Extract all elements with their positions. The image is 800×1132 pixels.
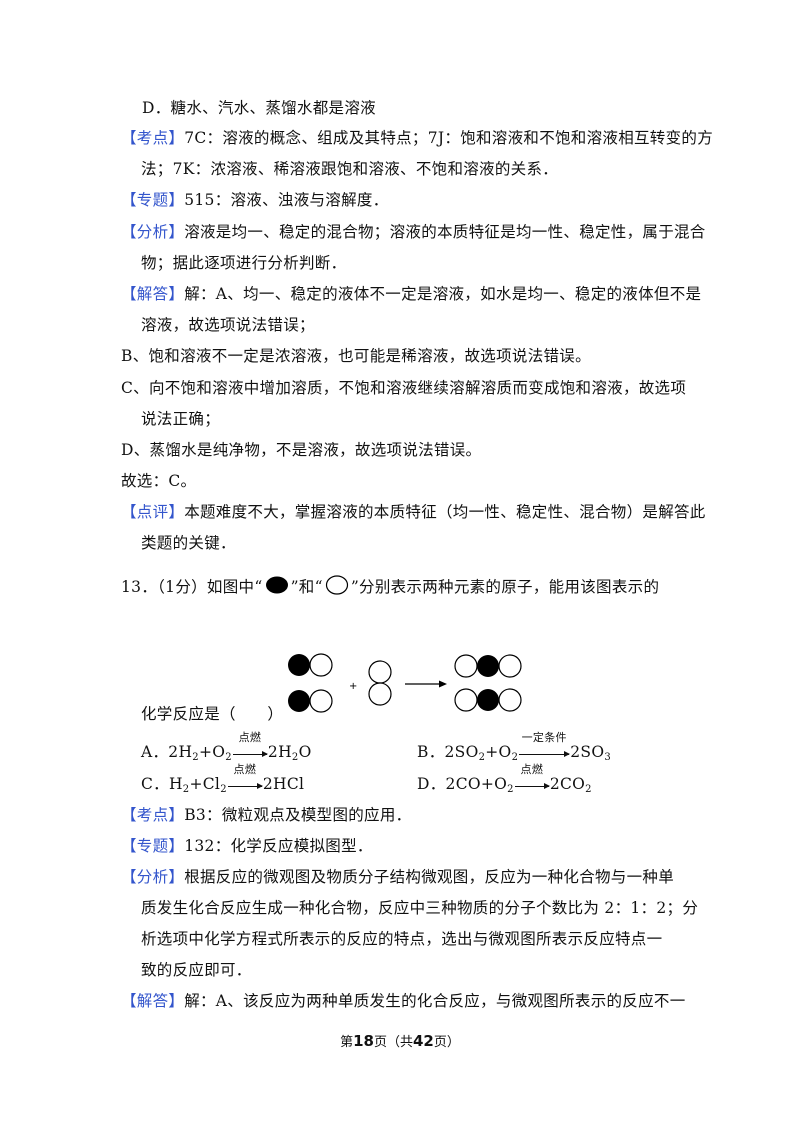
eq-part: H [168,775,183,793]
product-molecules [454,654,522,712]
q12-answer: 故选：C。 [121,472,197,490]
plus-sign: + [349,681,357,692]
q12-jieda-d: D、蒸馏水是纯净物，不是溶液，故选项说法错误。 [121,441,482,459]
reaction-arrow-icon [405,680,447,688]
page-number: 18 [353,1032,374,1050]
eq-sub: 2 [220,784,227,795]
ignite-arrow: 点燃 [232,732,268,763]
q13-stem-line2: 化学反应是（ ） [141,705,284,723]
cond-text: 一定条件 [521,731,567,744]
q13-stem-b: ”和“ [290,578,323,596]
eq-sub: 2 [192,752,199,763]
option-d-label: D． [417,775,446,793]
q13-kaodian-line: 【考点】B3：微粒观点及模型图的应用． [121,804,411,826]
white-atom-icon [325,575,349,601]
eq-part: 2SO [570,743,605,761]
ignite-arrow: 点燃 [514,764,550,795]
ignite-arrow: 点燃 [227,764,263,795]
q12-jieda-line1: 【解答】解：A、均一、稳定的液体不一定是溶液，如水是均一、稳定的液体但不是 [121,283,701,305]
eq-part: 2CO+O [445,775,508,793]
jieda-tag: 【解答】 [121,285,185,303]
q12-jieda-c2: 说法正确； [141,410,221,428]
footer-mid: 页（共 [373,1035,413,1050]
eq-sub: 2 [507,784,514,795]
fenxi-tag: 【分析】 [121,223,185,241]
total-pages: 42 [413,1032,434,1050]
eq-sub: 2 [225,752,232,763]
jieda-tag: 【解答】 [121,992,185,1010]
eq-part: 2H [267,743,292,761]
option-b-label: B． [417,743,445,761]
q12-jieda-b: B、饱和溶液不一定是浓溶液，也可能是稀溶液，故选项说法错误。 [121,347,591,365]
q12-kaodian-line2: 法；7K：浓溶液、稀溶液跟饱和溶液、不饱和溶液的关系． [141,160,559,178]
q13-fenxi-line2: 质发生化合反应生成一种化合物，反应中三种物质的分子个数比为 2：1：2；分 [141,899,699,917]
eq-sub: 2 [291,752,299,763]
reaction-diagram: + [285,651,525,723]
eq-part: O [298,743,312,761]
eq-part: +O [198,743,226,761]
dianping-tag: 【点评】 [121,503,185,521]
q13-fenxi-line4: 致的反应即可． [141,961,252,979]
q12-zhuanti-line: 【专题】515：溶液、浊液与溶解度． [121,189,389,211]
cond-text: 点燃 [233,763,257,776]
page-footer: 第18页（共42页） [0,1031,800,1050]
eq-part: +Cl [189,775,221,793]
q12-dianping-line2: 类题的关键． [141,534,236,552]
cond-text: 点燃 [238,731,262,744]
option-c-label: C． [141,775,169,793]
footer-pre: 第 [340,1035,354,1050]
kaodian-tag: 【考点】 [121,129,185,147]
eq-part: 2CO [549,775,586,793]
q12-jieda-c1: C、向不饱和溶液中增加溶质，不饱和溶液继续溶解溶质而变成饱和溶液，故选项 [121,379,687,397]
zhuanti-tag: 【专题】 [121,837,185,855]
option-a-label: A． [141,743,169,761]
zhuanti-tag: 【专题】 [121,191,185,209]
black-atom-icon [265,576,289,600]
eq-part: 2H [168,743,193,761]
footer-post: 页） [433,1035,460,1050]
reactant-element-molecule [368,660,392,706]
eq-sub: 3 [604,752,611,763]
kaodian-text: B3：微粒观点及模型图的应用． [184,806,412,824]
eq-sub: 2 [478,752,486,763]
jieda-text: 解：A、该反应为两种单质发生的化合反应，与微观图所表示的反应不一 [184,992,686,1010]
q13-jieda-line1: 【解答】解：A、该反应为两种单质发生的化合反应，与微观图所表示的反应不一 [121,990,686,1012]
eq-sub: 2 [182,784,190,795]
q13-stem: 13．（1分）如图中“ ”和“ ”分别表示两种元素的原子，能用该图表示的 [121,575,659,601]
q12-fenxi-line1: 【分析】溶液是均一、稳定的混合物；溶液的本质特征是均一性、稳定性，属于混合 [121,221,706,243]
fenxi-tag: 【分析】 [121,868,185,886]
fenxi-text: 溶液是均一、稳定的混合物；溶液的本质特征是均一性、稳定性，属于混合 [184,223,706,241]
eq-part: 2SO [444,743,479,761]
q13-stem-c: ”分别表示两种元素的原子，能用该图表示的 [350,578,660,596]
q12-jieda-line2: 溶液，故选项说法错误； [141,316,315,334]
q12-fenxi-line2: 物；据此逐项进行分析判断． [141,254,347,272]
q12-dianping-line1: 【点评】本题难度不大，掌握溶液的本质特征（均一性、稳定性、混合物）是解答此 [121,501,706,523]
q13-fenxi-line3: 析选项中化学方程式所表示的反应的特点，选出与微观图所表示反应特点一 [141,930,663,948]
eq-part: +O [485,743,512,761]
dianping-text: 本题难度不大，掌握溶液的本质特征（均一性、稳定性、混合物）是解答此 [184,503,706,521]
option-d: D．糖水、汽水、蒸馏水都是溶液 [142,99,376,117]
condition-arrow: 一定条件 [519,732,571,763]
eq-part: 2HCl [262,775,305,793]
eq-sub: 2 [585,784,592,795]
q13-stem-a: 13．（1分）如图中“ [121,578,263,596]
reactant-compound-molecules [288,653,333,713]
zhuanti-text: 132：化学反应模拟图型． [184,837,373,855]
eq-sub: 2 [511,752,519,763]
q12-kaodian-line1: 【考点】7C：溶液的概念、组成及其特点；7J：饱和溶液和不饱和溶液相互转变的方 [121,127,713,149]
cond-text: 点燃 [520,763,544,776]
jieda-text: 解：A、均一、稳定的液体不一定是溶液，如水是均一、稳定的液体但不是 [184,285,702,303]
fenxi-text: 根据反应的微观图及物质分子结构微观图，反应为一种化合物与一种单 [184,868,675,886]
kaodian-tag: 【考点】 [121,806,185,824]
zhuanti-text: 515：溶液、浊液与溶解度． [184,191,389,209]
q13-fenxi-line1: 【分析】根据反应的微观图及物质分子结构微观图，反应为一种化合物与一种单 [121,866,674,888]
q13-zhuanti-line: 【专题】132：化学反应模拟图型． [121,835,373,857]
kaodian-text: 7C：溶液的概念、组成及其特点；7J：饱和溶液和不饱和溶液相互转变的方 [184,129,714,147]
